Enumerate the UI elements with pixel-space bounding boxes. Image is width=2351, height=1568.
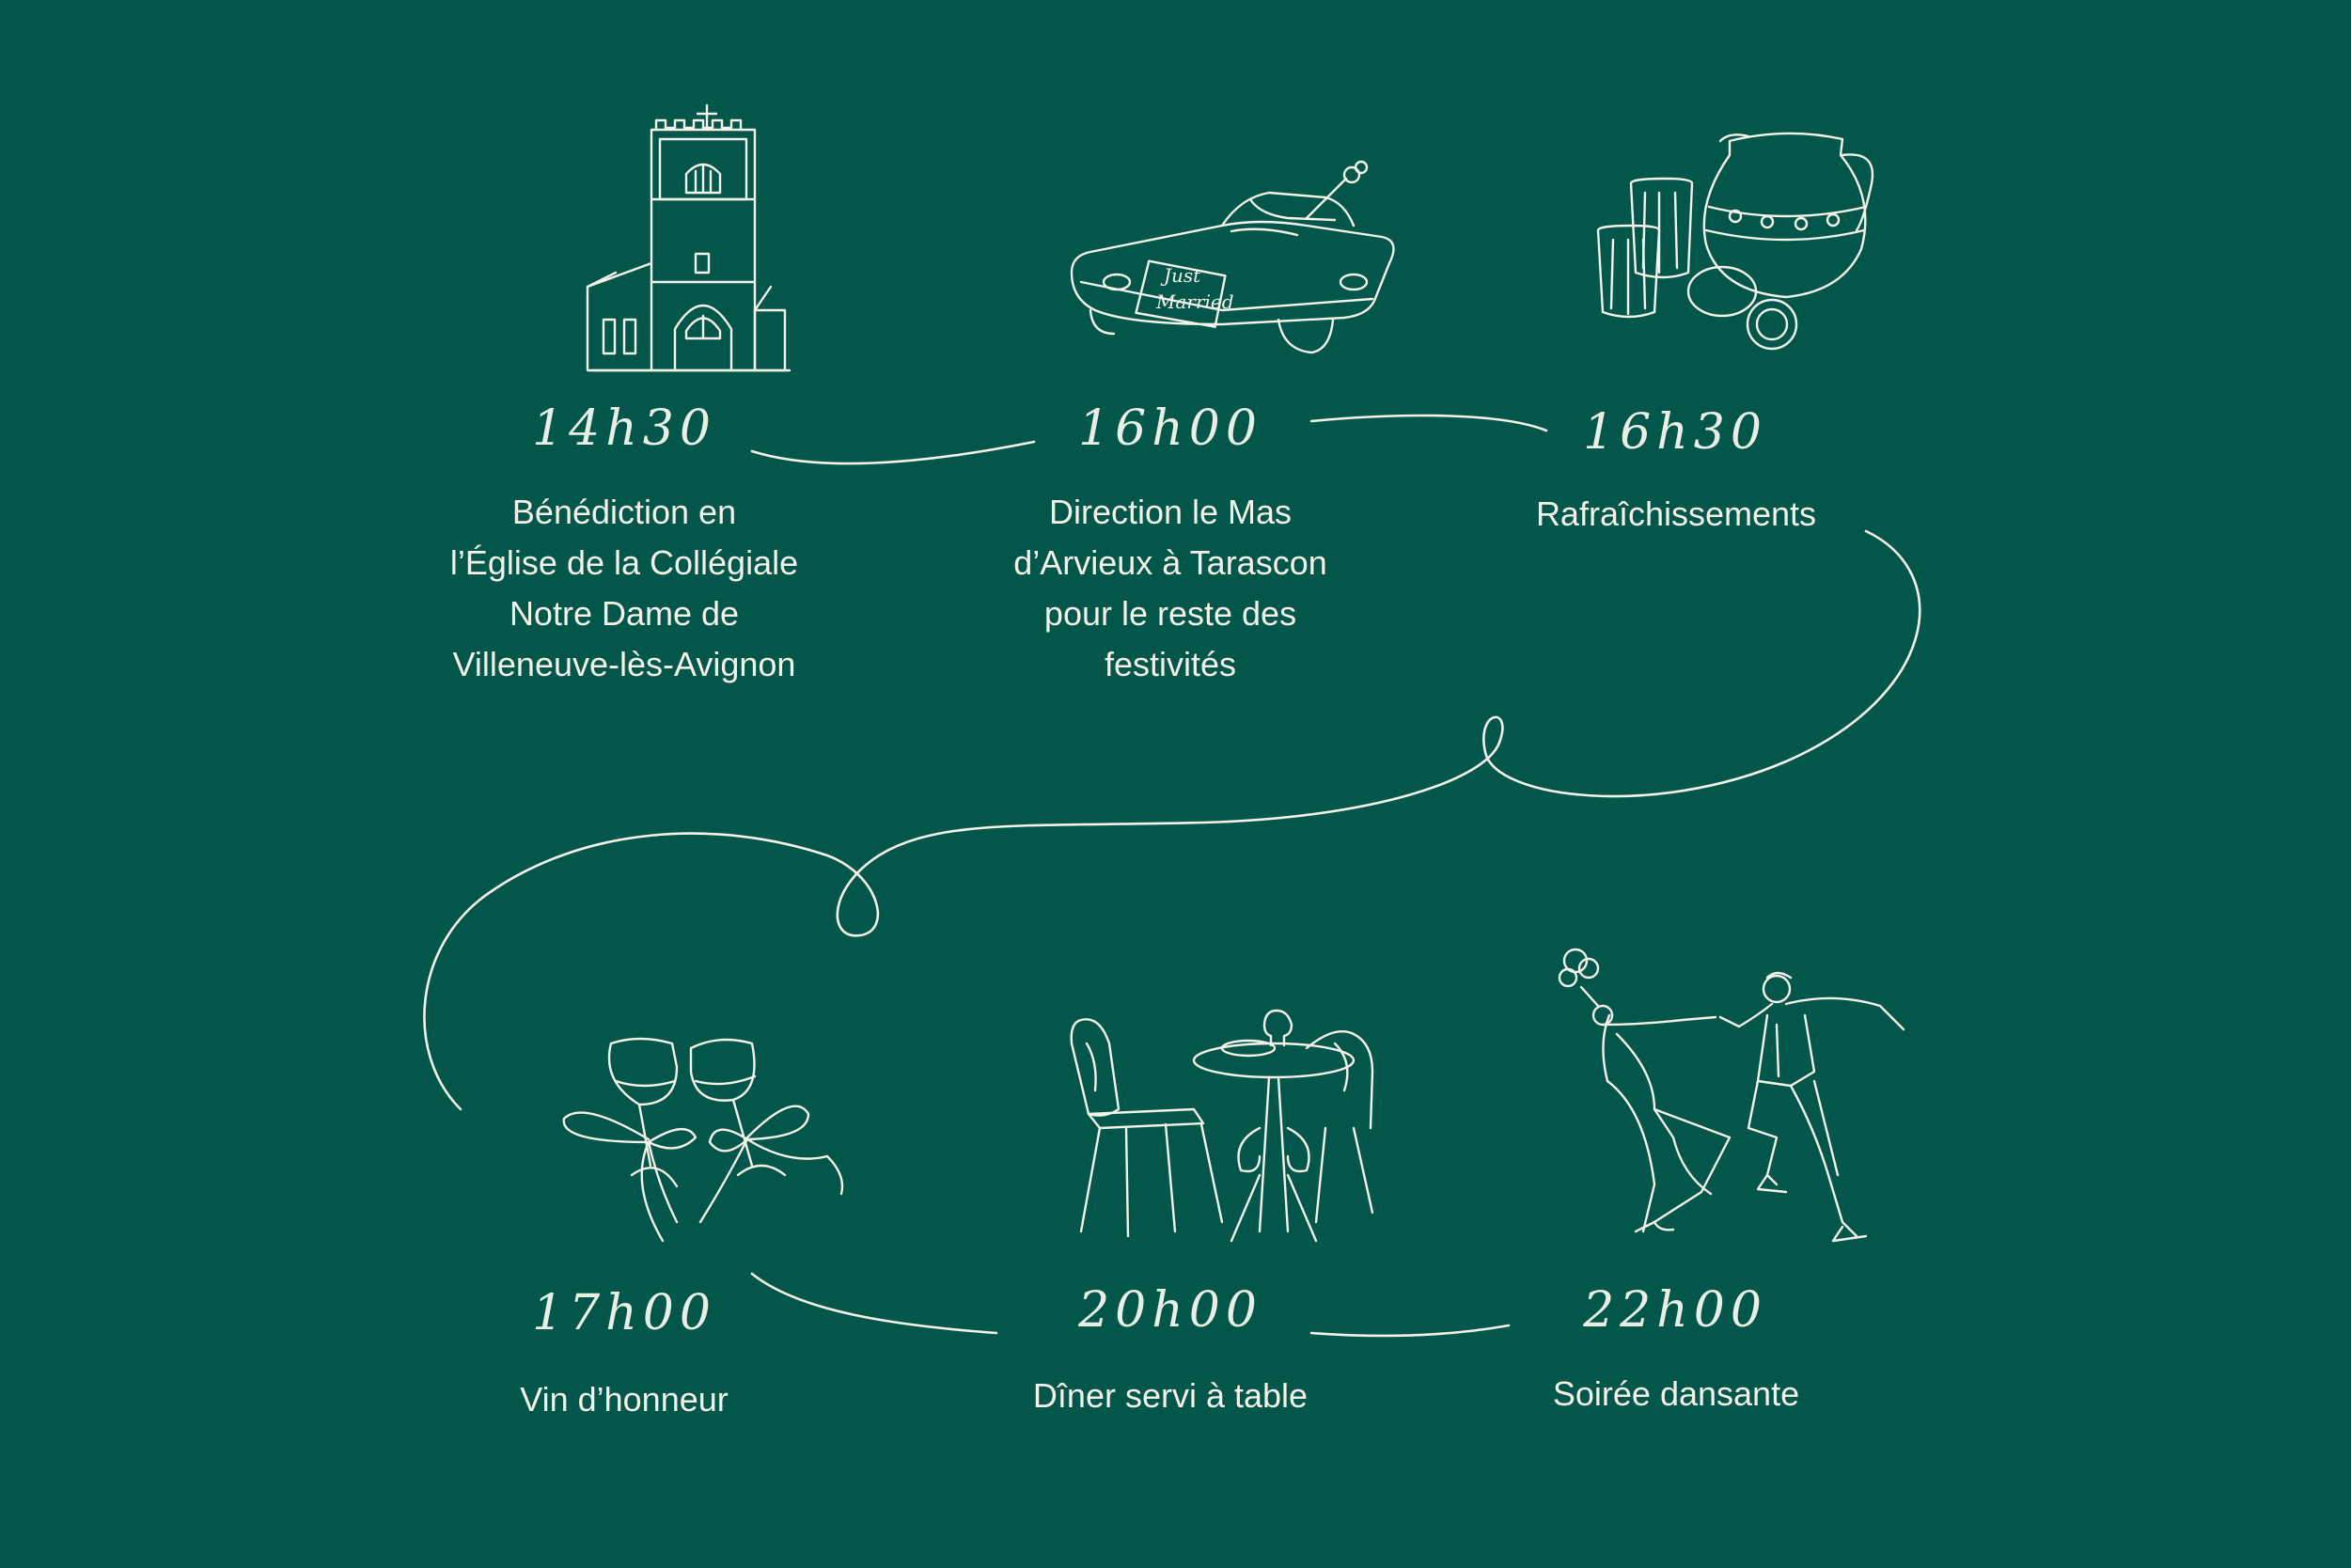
- event-description: Rafraîchissements: [1460, 489, 1892, 540]
- event-description: Bénédiction en l’Église de la Collégiale…: [408, 487, 840, 690]
- church-icon: [586, 103, 792, 372]
- event-description: Vin d’honneur: [408, 1374, 840, 1425]
- event-time: 16h30: [1583, 404, 1767, 461]
- event-time: 16h00: [1078, 400, 1262, 457]
- event-description-line: d’Arvieux à Tarascon: [1013, 543, 1327, 582]
- drinks-pitcher-icon: [1596, 132, 1874, 351]
- car-icon: Just Married: [1070, 160, 1395, 354]
- event-time: 20h00: [1078, 1282, 1262, 1339]
- car-sign-just: Just: [1160, 264, 1201, 287]
- event-description: Direction le Mas d’Arvieux à Tarascon po…: [954, 487, 1387, 690]
- event-description-line: Rafraîchissements: [1535, 494, 1817, 533]
- event-time: 17h00: [532, 1285, 716, 1341]
- bistro-table-icon: [1070, 1009, 1374, 1243]
- event-description-line: pour le reste des: [1043, 594, 1297, 633]
- event-description-line: Bénédiction en: [511, 493, 737, 531]
- connector-line-2-3: [1309, 414, 1548, 432]
- event-description: Dîner servi à table: [954, 1371, 1387, 1421]
- event-description-line: Direction le Mas: [1048, 493, 1293, 531]
- connector-line-4-5: [750, 1272, 998, 1335]
- event-description-line: Villeneuve-lès-Avignon: [452, 645, 796, 683]
- event-description-line: l’Église de la Collégiale: [449, 543, 799, 582]
- event-description-line: Vin d’honneur: [520, 1380, 729, 1419]
- event-description-line: festivités: [1104, 645, 1237, 683]
- wine-glasses-icon: [562, 1037, 844, 1243]
- event-description-line: Dîner servi à table: [1032, 1376, 1309, 1415]
- event-time: 22h00: [1583, 1282, 1767, 1339]
- event-description-line: Soirée dansante: [1552, 1374, 1800, 1413]
- connector-loop-line: [423, 529, 1921, 1111]
- dancing-couple-icon: [1558, 948, 1905, 1243]
- event-description: Soirée dansante: [1460, 1369, 1892, 1419]
- connector-line-1-2: [750, 440, 1036, 465]
- event-time: 14h30: [532, 400, 716, 457]
- car-sign-married: Married: [1155, 290, 1234, 313]
- connector-line-5-6: [1309, 1324, 1511, 1338]
- event-description-line: Notre Dame de: [509, 594, 740, 633]
